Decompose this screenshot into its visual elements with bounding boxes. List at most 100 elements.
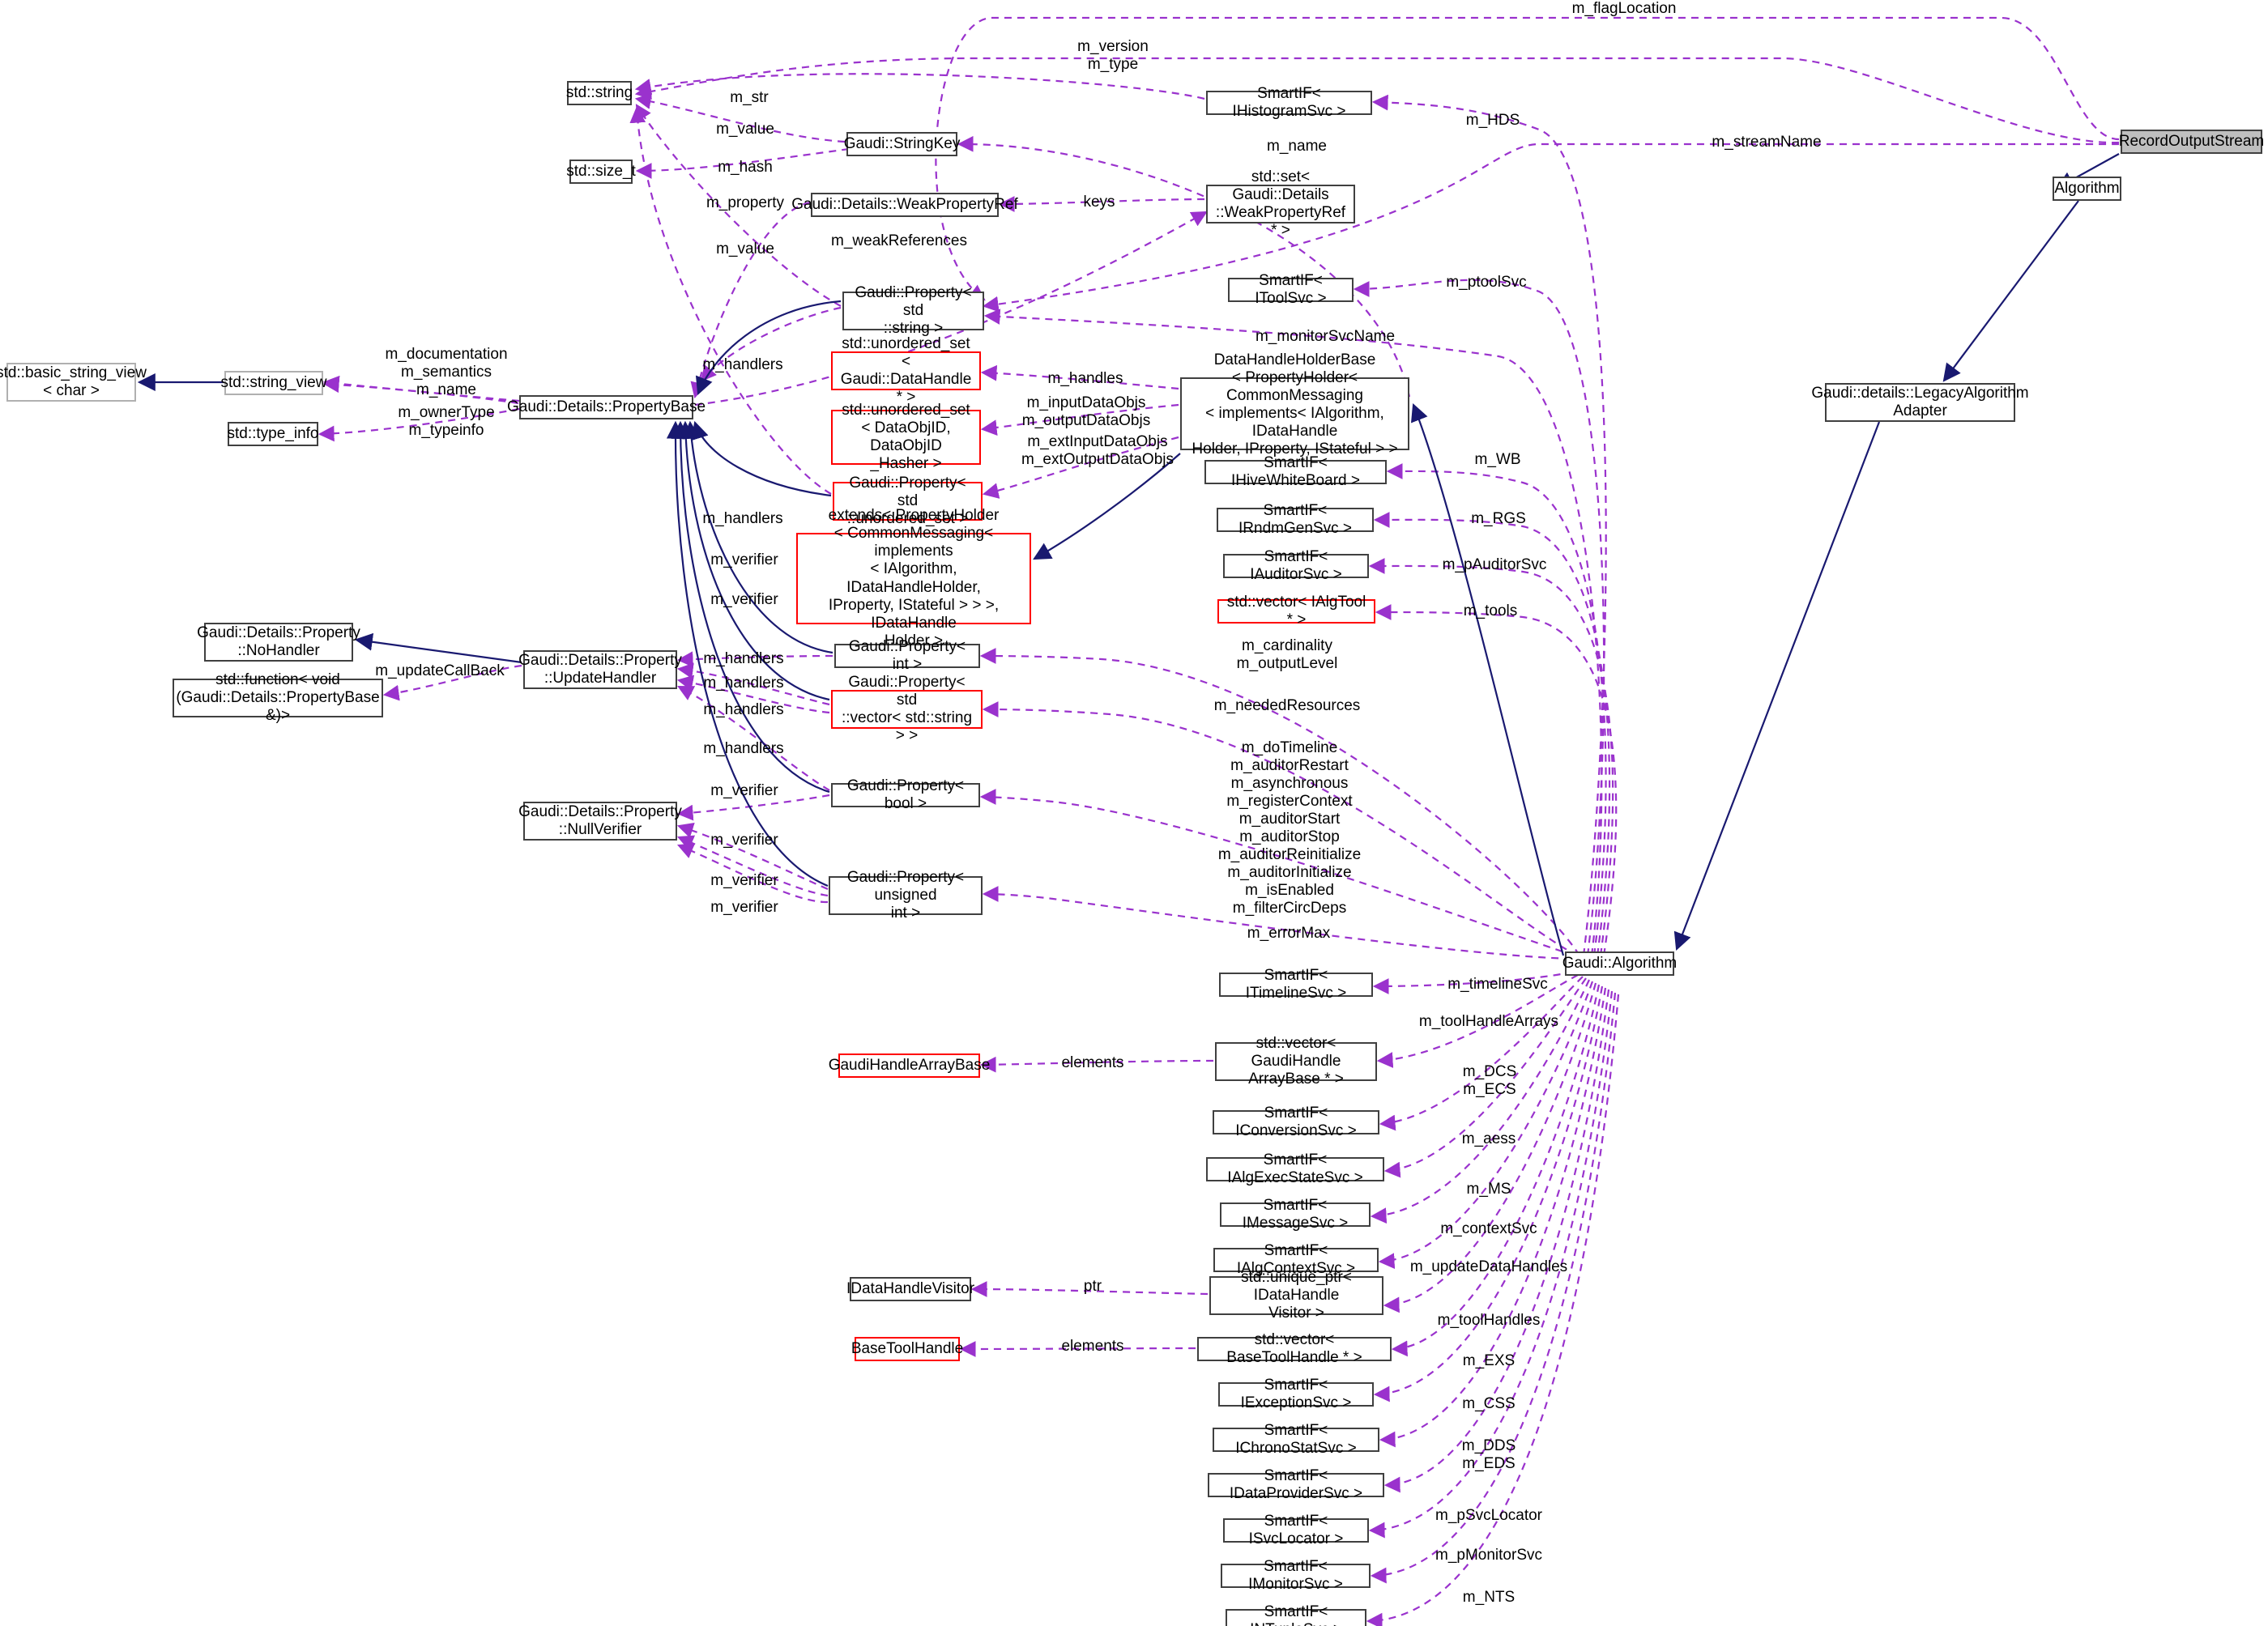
edge-label-lbl_property: m_property [706, 194, 785, 211]
edge-label-lbl_handlers_uh4: m_handlers [703, 740, 784, 757]
node-vec_gaudihandlearray[interactable]: std::vector< GaudiHandle ArrayBase * > [1215, 1035, 1377, 1088]
edge-label-lbl_handles: m_handles [1047, 370, 1123, 387]
edge-label-lbl_handlers_pb2: m_handlers [702, 510, 783, 527]
node-datahandleholderbase[interactable]: DataHandleHolderBase < PropertyHolder< C… [1180, 351, 1409, 475]
node-gaudi_algorithm[interactable]: Gaudi::Algorithm [1562, 951, 1677, 976]
node-extends_ph[interactable]: extends< PropertyHolder < CommonMessagin… [796, 507, 1031, 649]
edge-label-lbl_pAuditorSvc: m_pAuditorSvc [1442, 556, 1547, 573]
node-if_itoolsvc[interactable]: SmartIF< IToolSvc > [1228, 272, 1354, 307]
node-if_exceptionsvc[interactable]: SmartIF< IExceptionSvc > [1218, 1377, 1374, 1411]
edge-label-lbl_handlers_uh2: m_handlers [703, 675, 784, 692]
edge-label-lbl_tools: m_tools [1463, 602, 1518, 619]
edge-label-lbl_aess: m_aess [1461, 1130, 1516, 1147]
edge-label-lbl_verifier_nv4: m_verifier [710, 899, 778, 916]
node-setweak[interactable]: std::set< Gaudi::Details ::WeakPropertyR… [1206, 168, 1355, 239]
node-prop_uint[interactable]: Gaudi::Property< unsigned int > [829, 869, 983, 922]
edge-label-lbl_WB: m_WB [1474, 451, 1521, 468]
edge-label-lbl_verifier_nv2: m_verifier [710, 832, 778, 849]
node-if_auditorsvc[interactable]: SmartIF< IAuditorSvc > [1223, 548, 1369, 583]
node-algorithm[interactable]: Algorithm [2053, 177, 2121, 201]
edge-label-lbl_extInputDataObjs: m_extInputDataObjs m_extOutputDataObjs [1021, 433, 1174, 469]
node-type_info[interactable]: std::type_info [227, 422, 319, 446]
node-propertybase[interactable]: Gaudi::Details::PropertyBase [507, 395, 706, 419]
node-if_hivewhiteboard[interactable]: SmartIF< IHiveWhiteBoard > [1204, 454, 1387, 489]
edge-label-lbl_updateDataHandles: m_updateDataHandles [1409, 1258, 1568, 1275]
node-if_timelinesvc[interactable]: SmartIF< ITimelineSvc > [1219, 967, 1373, 1002]
edge-label-lbl_elements_bth: elements [1061, 1338, 1124, 1355]
edge-label-lbl_verifier_pb1: m_verifier [710, 551, 778, 568]
edge-label-lbl_RGS: m_RGS [1471, 510, 1526, 527]
node-nohandler[interactable]: Gaudi::Details::Property ::NoHandler [197, 623, 360, 662]
edge-label-lbl_verifier_nv3: m_verifier [710, 872, 778, 889]
node-vec_basetoolhandle[interactable]: std::vector< BaseToolHandle * > [1197, 1331, 1392, 1366]
node-stringkey[interactable]: Gaudi::StringKey [844, 132, 960, 156]
node-gaudihandlearraybase[interactable]: GaudiHandleArrayBase [829, 1053, 990, 1078]
edge-label-lbl_updateCallBack: m_updateCallBack [375, 662, 505, 679]
node-prop_string[interactable]: Gaudi::Property< std ::string > [842, 284, 984, 337]
node-string[interactable]: std::string [566, 81, 633, 105]
edge-label-lbl_hash: m_hash [718, 159, 773, 176]
node-uoset_dataobjid[interactable]: std::unordered_set < DataObjID, DataObjI… [831, 402, 981, 472]
node-if_messagesvc[interactable]: SmartIF< IMessageSvc > [1220, 1197, 1371, 1232]
node-if_algexecstatesvc[interactable]: SmartIF< IAlgExecStateSvc > [1206, 1151, 1384, 1186]
node-if_histogramsvc[interactable]: SmartIF< IHistogramSvc > [1206, 85, 1372, 120]
node-prop_int[interactable]: Gaudi::Property< int > [834, 638, 980, 673]
edge-label-lbl_value_top: m_value [716, 121, 774, 138]
node-vec_ialgtool[interactable]: std::vector< IAlgTool * > [1217, 594, 1375, 628]
node-recordoutputstream[interactable]: RecordOutputStream [2119, 130, 2264, 154]
edge-label-lbl_ptr: ptr [1083, 1278, 1102, 1295]
node-weakpropertyref[interactable]: Gaudi::Details::WeakPropertyRef [791, 193, 1018, 217]
edge-label-lbl_weakReferences: m_weakReferences [831, 232, 967, 249]
node-size_t[interactable]: std::size_t [566, 160, 636, 184]
node-if_ntuplesvc[interactable]: SmartIF< INTupleSvc > [1226, 1603, 1366, 1626]
node-basic_string_view[interactable]: std::basic_string_view < char > [0, 363, 147, 402]
node-if_conversionsvc[interactable]: SmartIF< IConversionSvc > [1213, 1105, 1379, 1139]
edge-label-lbl_version_type: m_version m_type [1077, 38, 1149, 74]
edge-label-lbl_errorMax: m_errorMax [1247, 925, 1331, 942]
node-legacyadapter[interactable]: Gaudi::details::LegacyAlgorithm Adapter [1811, 383, 2029, 422]
edge-label-lbl_elements_gha: elements [1061, 1054, 1124, 1071]
node-if_dataprovidersvc[interactable]: SmartIF< IDataProviderSvc > [1208, 1467, 1384, 1502]
edge-label-lbl_neededResources: m_neededResources [1213, 697, 1361, 714]
node-uoset_datahandle[interactable]: std::unordered_set < Gaudi::DataHandle *… [831, 335, 981, 406]
edge-label-lbl_verifier_nv1: m_verifier [710, 782, 778, 799]
edge-label-lbl_handlers_pb1: m_handlers [702, 356, 783, 373]
node-uptr_idatahandlevisitor[interactable]: std::unique_ptr< IDataHandle Visitor > [1209, 1269, 1383, 1322]
edge-label-lbl_toolHandles: m_toolHandles [1437, 1312, 1541, 1329]
node-if_chronostatsvc[interactable]: SmartIF< IChronoStatSvc > [1213, 1422, 1379, 1457]
node-prop_uoset[interactable]: Gaudi::Property< std ::unordered_set > [833, 475, 983, 527]
edge-label-lbl_contextSvc: m_contextSvc [1440, 1220, 1537, 1237]
edge-label-lbl_documentation: m_documentation m_semantics m_name [385, 346, 508, 399]
node-prop_bool[interactable]: Gaudi::Property< bool > [831, 777, 980, 812]
node-idatahandlevisitor[interactable]: IDataHandleVisitor [846, 1277, 974, 1301]
node-nullverifier[interactable]: Gaudi::Details::Property ::NullVerifier [518, 802, 682, 841]
node-basetoolhandle[interactable]: BaseToolHandle [851, 1337, 963, 1361]
edge-label-lbl_value_mid: m_value [716, 240, 774, 258]
node-if_monitorsvc[interactable]: SmartIF< IMonitorSvc > [1221, 1558, 1371, 1593]
edge-label-lbl_str: m_str [730, 89, 769, 106]
edge-label-lbl_flagLocation: m_flagLocation [1571, 0, 1677, 17]
node-if_rndmgensvc[interactable]: SmartIF< IRndmGenSvc > [1217, 502, 1374, 537]
edge-label-lbl_name: m_name [1267, 138, 1327, 155]
edge-label-lbl_streamName: m_streamName [1712, 134, 1822, 151]
edge-label-lbl_monitorSvcName: m_monitorSvcName [1255, 328, 1396, 345]
edge-label-lbl_longlist: m_doTimeline m_auditorRestart m_asynchro… [1217, 739, 1362, 935]
edge-label-lbl_timelineSvc: m_timelineSvc [1447, 976, 1548, 993]
node-prop_vecstring[interactable]: Gaudi::Property< std ::vector< std::stri… [831, 674, 983, 744]
edge-label-lbl_cardinality: m_cardinality m_outputLevel [1236, 637, 1338, 673]
edge-label-lbl_toolHandleArrays: m_toolHandleArrays [1418, 1013, 1559, 1030]
node-stdfunction[interactable]: std::function< void (Gaudi::Details::Pro… [173, 671, 383, 724]
node-updatehandler[interactable]: Gaudi::Details::Property ::UpdateHandler [518, 650, 682, 689]
edge-label-lbl_NTS: m_NTS [1462, 1589, 1516, 1606]
edge-label-lbl_handlers_uh3: m_handlers [703, 701, 784, 718]
edge-label-lbl_ptoolSvc: m_ptoolSvc [1446, 274, 1527, 291]
edge-label-lbl_ownerType: m_ownerType m_typeinfo [398, 404, 495, 440]
node-string_view[interactable]: std::string_view [221, 371, 326, 395]
edge-label-lbl_HDS: m_HDS [1465, 112, 1520, 129]
node-if_svclocator[interactable]: SmartIF< ISvcLocator > [1223, 1513, 1369, 1547]
edge-label-lbl_DCS_ECS: m_DCS m_ECS [1462, 1063, 1517, 1099]
edge-label-lbl_inputDataObjs: m_inputDataObjs m_outputDataObjs [1021, 394, 1151, 430]
edge-label-lbl_MS: m_MS [1466, 1181, 1511, 1198]
